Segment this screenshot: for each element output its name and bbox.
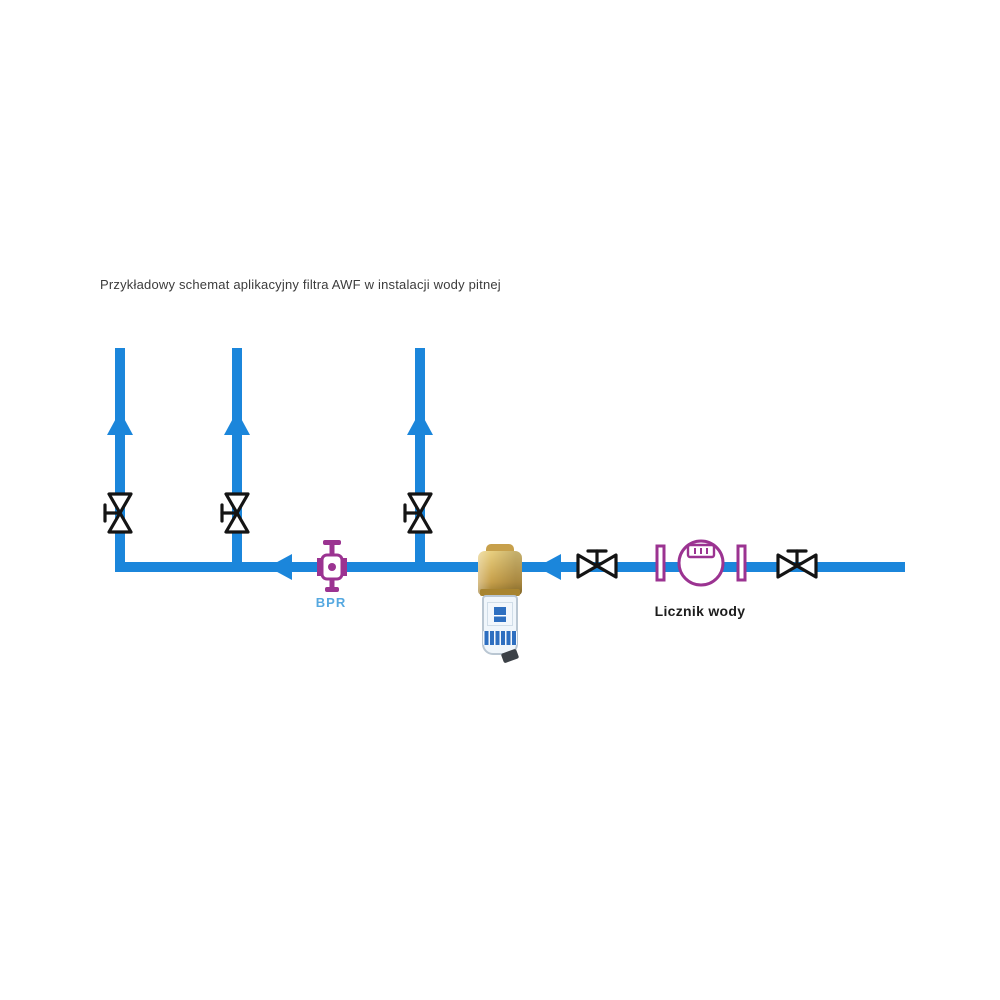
flow-up-arrow-icon-1: [107, 411, 133, 435]
filter-logo: [494, 606, 506, 622]
water-meter-icon: [655, 539, 747, 587]
line-valve-icon-2: [776, 549, 818, 579]
flow-left-arrow-icon-2: [537, 554, 561, 580]
riser-pipe-1: [115, 348, 125, 572]
riser-pipe-3: [415, 348, 425, 572]
riser-valve-icon-1: [103, 492, 133, 534]
flow-up-arrow-icon-2: [224, 411, 250, 435]
diagram-title: Przykładowy schemat aplikacyjny filtra A…: [100, 277, 501, 292]
filter-collar: [480, 589, 520, 596]
riser-valve-icon-3: [403, 492, 433, 534]
line-valve-icon-1: [576, 549, 618, 579]
flow-up-arrow-icon-3: [407, 411, 433, 435]
bpr-valve-icon: [317, 540, 347, 592]
flow-left-arrow-icon-1: [268, 554, 292, 580]
filter-label-sticker: [487, 602, 513, 626]
riser-pipe-2: [232, 348, 242, 572]
filter-cap: [486, 544, 514, 554]
filter-head: [478, 551, 522, 595]
water-meter-label: Licznik wody: [654, 603, 746, 619]
awf-filter: [470, 540, 530, 670]
riser-valve-icon-2: [220, 492, 250, 534]
filter-scale-band: [483, 631, 517, 645]
bpr-label: BPR: [315, 595, 347, 610]
